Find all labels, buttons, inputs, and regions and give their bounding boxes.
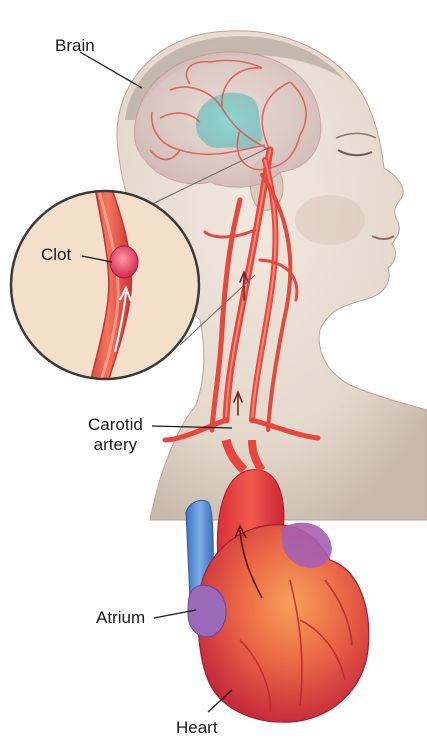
heart-label: Heart (176, 718, 218, 738)
carotid-label-line-1: Carotid (88, 415, 143, 435)
brain-label: Brain (55, 36, 95, 56)
heart (188, 523, 369, 723)
carotid-artery-label: Carotid artery (88, 415, 143, 455)
carotid-label-line-2: artery (88, 435, 143, 455)
atrium-label: Atrium (96, 608, 145, 628)
blood-clot (110, 246, 138, 278)
clot-label: Clot (41, 245, 71, 265)
